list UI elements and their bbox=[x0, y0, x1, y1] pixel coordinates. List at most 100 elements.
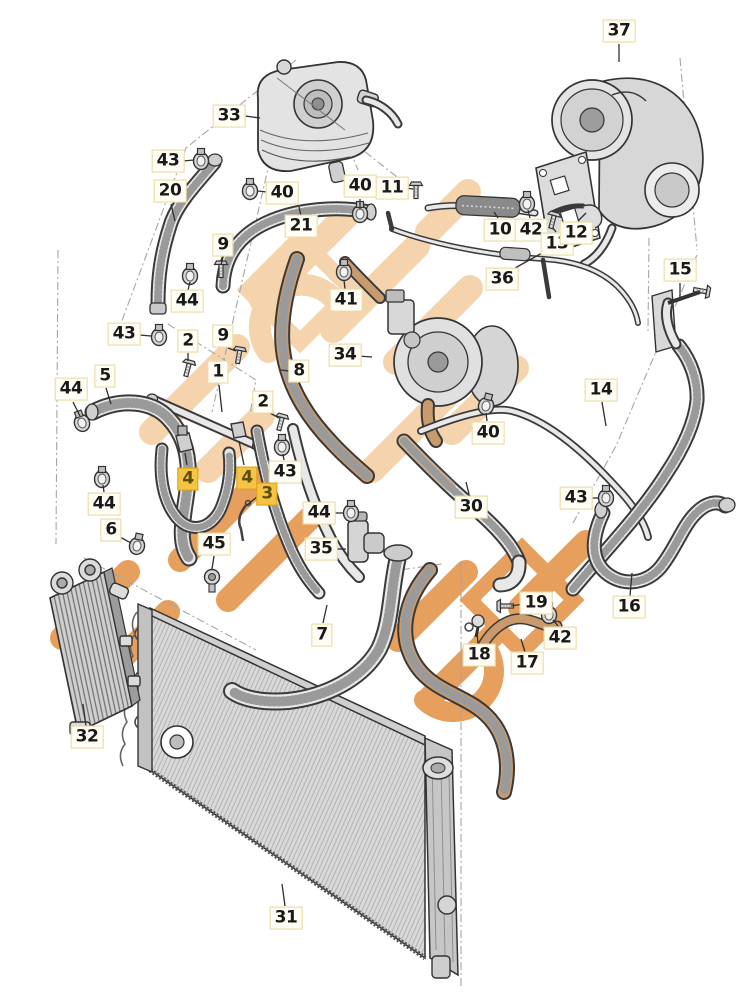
callout-43-34[interactable]: 43 bbox=[559, 486, 593, 510]
callout-44-35[interactable]: 44 bbox=[87, 492, 121, 516]
sensor-45 bbox=[203, 568, 221, 593]
callout-37-7[interactable]: 37 bbox=[602, 19, 636, 43]
banjo-bolt-18 bbox=[464, 614, 485, 638]
leader-line-32-45 bbox=[82, 703, 87, 727]
leader-line-5-21 bbox=[105, 387, 112, 405]
callout-7-44[interactable]: 7 bbox=[311, 623, 333, 647]
hose-4-loop bbox=[154, 442, 237, 534]
callout-41-16[interactable]: 41 bbox=[329, 288, 363, 312]
callout-11-8[interactable]: 11 bbox=[375, 176, 409, 200]
fitting-4a bbox=[175, 425, 194, 453]
callout-36-13[interactable]: 36 bbox=[485, 267, 519, 291]
callout-16-39[interactable]: 16 bbox=[612, 595, 646, 619]
radiator bbox=[119, 602, 459, 979]
leader-line-44-22 bbox=[72, 401, 81, 417]
leader-line-4-29 bbox=[184, 452, 188, 466]
callout-6-36[interactable]: 6 bbox=[100, 518, 122, 542]
fitting-4b bbox=[230, 421, 247, 439]
leader-line-14-26 bbox=[601, 401, 607, 427]
callout-33-0[interactable]: 33 bbox=[212, 104, 246, 128]
hoses bbox=[84, 153, 736, 800]
leader-line-42-10 bbox=[527, 209, 531, 219]
callout-4-30[interactable]: 4 bbox=[236, 466, 258, 490]
callout-43-1[interactable]: 43 bbox=[151, 149, 185, 173]
callout-15-14[interactable]: 15 bbox=[663, 258, 697, 282]
vent-hose bbox=[417, 405, 652, 541]
callout-2-18[interactable]: 2 bbox=[177, 329, 199, 353]
callout-17-43[interactable]: 17 bbox=[510, 651, 544, 675]
hose-8 bbox=[274, 251, 386, 484]
leader-line-1-23 bbox=[218, 384, 223, 413]
leader-line-36-13 bbox=[514, 252, 543, 269]
callout-8-24[interactable]: 8 bbox=[288, 359, 310, 383]
leader-line-7-44 bbox=[322, 604, 328, 624]
oil-cooler bbox=[49, 558, 141, 736]
callout-10-9[interactable]: 10 bbox=[483, 218, 517, 242]
leader-line-20-2 bbox=[170, 203, 176, 222]
callout-14-26[interactable]: 14 bbox=[584, 378, 618, 402]
leader-line-44-35 bbox=[102, 484, 105, 493]
callout-45-37[interactable]: 45 bbox=[197, 532, 231, 556]
turbocharger bbox=[535, 77, 704, 269]
elbow-fitting-12 bbox=[582, 204, 603, 229]
tee-fitting-35 bbox=[347, 511, 385, 563]
hose-14 bbox=[565, 338, 705, 597]
callout-42-41[interactable]: 42 bbox=[543, 626, 577, 650]
oil-line-36 bbox=[385, 210, 641, 326]
callout-20-2[interactable]: 20 bbox=[153, 179, 187, 203]
leader-line-12-12 bbox=[577, 212, 587, 222]
hose-16 bbox=[586, 495, 736, 590]
callout-21-5[interactable]: 21 bbox=[284, 214, 318, 238]
callout-32-45[interactable]: 32 bbox=[70, 725, 104, 749]
callout-42-10[interactable]: 42 bbox=[514, 218, 548, 242]
callout-9-6[interactable]: 9 bbox=[212, 233, 234, 257]
leader-line-4-30 bbox=[238, 440, 245, 466]
callout-44-32[interactable]: 44 bbox=[302, 501, 336, 525]
callout-43-17[interactable]: 43 bbox=[107, 322, 141, 346]
callout-43-28[interactable]: 43 bbox=[268, 460, 302, 484]
callout-31-46[interactable]: 31 bbox=[269, 906, 303, 930]
hardware bbox=[69, 147, 615, 638]
leader-line-41-16 bbox=[343, 279, 346, 290]
callout-2-25[interactable]: 2 bbox=[252, 390, 274, 414]
leader-line-43-17 bbox=[138, 334, 152, 337]
callout-34-20[interactable]: 34 bbox=[328, 343, 362, 367]
leader-line-9-19 bbox=[227, 347, 237, 352]
callout-5-21[interactable]: 5 bbox=[94, 364, 116, 388]
callout-4-29[interactable]: 4 bbox=[177, 467, 199, 491]
leader-line-2-25 bbox=[269, 412, 280, 419]
leader-line-10-9 bbox=[493, 211, 499, 219]
callout-1-23[interactable]: 1 bbox=[207, 360, 229, 384]
leader-line-9-6 bbox=[220, 256, 224, 266]
leader-line-42-41 bbox=[552, 619, 559, 627]
leader-line-45-37 bbox=[211, 555, 215, 570]
callout-18-42[interactable]: 18 bbox=[462, 643, 496, 667]
leader-line-30-33 bbox=[465, 481, 470, 495]
callout-40-3[interactable]: 40 bbox=[265, 181, 299, 205]
callout-19-40[interactable]: 19 bbox=[519, 591, 553, 615]
leader-line-16-39 bbox=[629, 572, 633, 597]
callout-44-22[interactable]: 44 bbox=[54, 377, 88, 401]
water-pump bbox=[385, 289, 519, 448]
leader-line-3-31 bbox=[246, 496, 258, 506]
expansion-tank bbox=[256, 59, 403, 184]
callout-44-15[interactable]: 44 bbox=[170, 289, 204, 313]
callout-9-19[interactable]: 9 bbox=[212, 324, 234, 348]
callout-40-4[interactable]: 40 bbox=[343, 174, 377, 198]
hose-20 bbox=[149, 153, 223, 315]
callout-35-38[interactable]: 35 bbox=[304, 537, 338, 561]
leader-line-33-0 bbox=[244, 115, 261, 119]
leader-line-18-42 bbox=[476, 630, 479, 645]
hose-middle-tubes bbox=[250, 423, 365, 600]
leader-line-43-1 bbox=[182, 159, 195, 162]
leader-line-6-36 bbox=[119, 536, 132, 544]
leader-line-43-28 bbox=[282, 453, 285, 461]
callout-30-33[interactable]: 30 bbox=[454, 495, 488, 519]
callout-12-12[interactable]: 12 bbox=[559, 221, 593, 245]
callout-3-31[interactable]: 3 bbox=[256, 482, 278, 506]
leader-line-17-43 bbox=[520, 638, 526, 653]
callout-40-27[interactable]: 40 bbox=[471, 421, 505, 445]
